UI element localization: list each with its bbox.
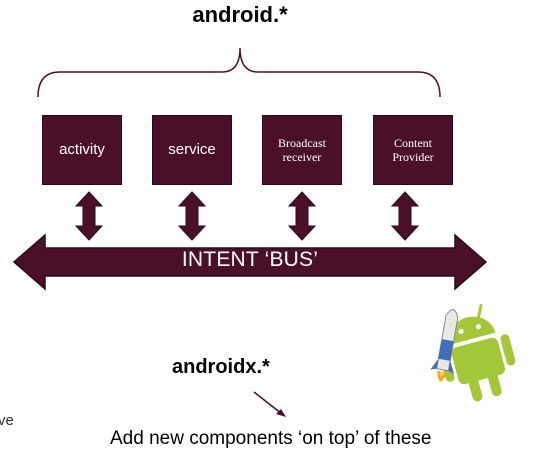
double-arrow-2 (177, 191, 207, 241)
intent-bus-label: INTENT ‘BUS’ (181, 248, 319, 271)
brace (37, 47, 441, 98)
component-box-activity: activity (42, 115, 122, 185)
component-box-content-provider: Content Provider (373, 115, 453, 185)
note-text: Add new components ‘on top’ of these (110, 428, 432, 449)
double-arrow-3 (287, 191, 317, 241)
component-label: service (168, 141, 216, 158)
double-arrow-4 (390, 191, 420, 241)
diagram-title: android.* (192, 2, 288, 27)
android-robot-icon (439, 303, 516, 402)
androidx-label: androidx.* (172, 356, 270, 378)
component-label: Broadcast receiver (278, 135, 326, 164)
component-box-broadcast-receiver: Broadcast receiver (262, 115, 342, 185)
double-arrow-1 (74, 191, 104, 241)
component-box-service: service (152, 115, 232, 185)
pointer-arrow (253, 391, 286, 417)
component-label: activity (59, 141, 105, 158)
cut-off-text: ve (0, 412, 14, 429)
component-label: Content Provider (392, 135, 434, 164)
intent-bus-arrow (12, 233, 488, 291)
